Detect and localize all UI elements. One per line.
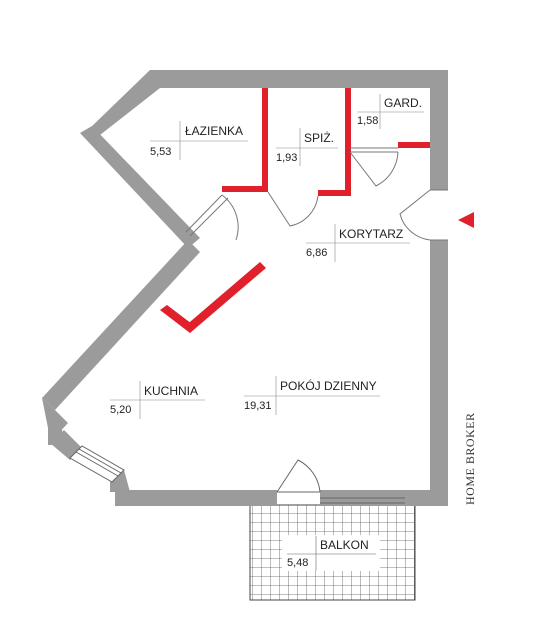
room-name: BALKON — [320, 538, 369, 552]
room-pokoj-dzienny: POKÓJ DZIENNY 19,31 — [244, 376, 380, 415]
balcony-door[interactable] — [276, 459, 405, 504]
room-balkon: BALKON 5,48 — [282, 535, 380, 571]
room-lazienka: ŁAZIENKA 5,53 — [150, 121, 248, 160]
room-area: 1,58 — [357, 115, 378, 127]
room-name: SPIŻ. — [304, 131, 334, 145]
room-korytarz: KORYTARZ 6,86 — [306, 224, 410, 262]
room-name: ŁAZIENKA — [185, 124, 243, 138]
room-name: KUCHNIA — [144, 384, 198, 398]
room-name: POKÓJ DZIENNY — [280, 378, 377, 393]
room-area: 5,20 — [110, 404, 131, 416]
kitchen-window — [69, 445, 125, 483]
brand-label: HOME BROKER — [463, 412, 477, 505]
room-area: 5,48 — [287, 557, 308, 569]
partition-walls — [160, 88, 430, 333]
room-area: 5,53 — [150, 146, 171, 158]
outer-walls — [42, 70, 448, 506]
room-area: 19,31 — [244, 400, 272, 412]
room-name: GARD. — [384, 96, 422, 110]
room-spiz: SPIŻ. 1,93 — [276, 128, 338, 166]
room-gard: GARD. 1,58 — [357, 94, 424, 129]
room-area: 1,93 — [276, 152, 297, 164]
room-area: 6,86 — [306, 247, 327, 259]
room-kuchnia: KUCHNIA 5,20 — [110, 381, 205, 419]
door-swings — [185, 147, 448, 241]
room-name: KORYTARZ — [339, 227, 403, 241]
entrance-arrow-icon — [458, 212, 474, 228]
